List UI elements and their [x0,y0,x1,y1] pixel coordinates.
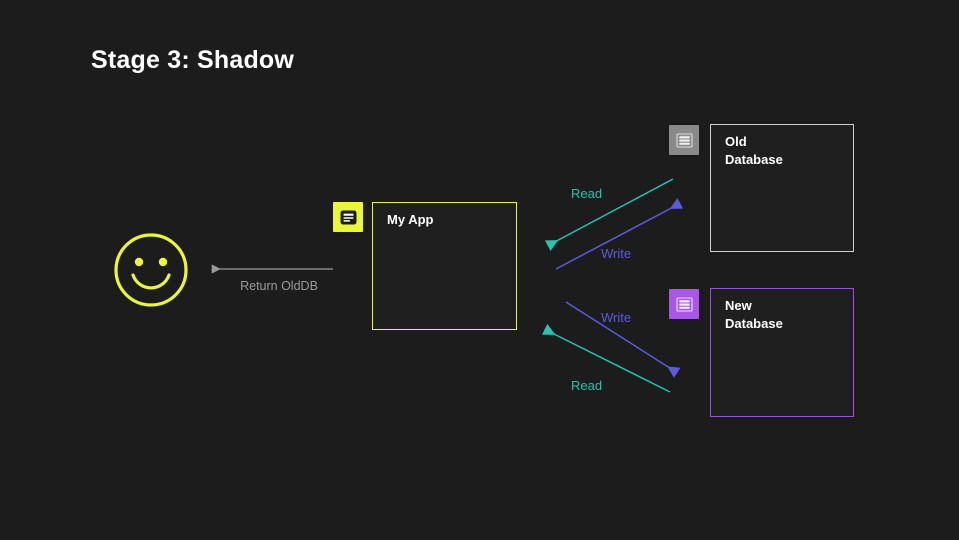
smiley-face-icon [114,233,188,307]
node-old-database-label: Old Database [725,134,783,167]
node-my-app[interactable]: My App [372,202,517,330]
page-title: Stage 3: Shadow [91,46,295,74]
node-new-database[interactable]: New Database [710,288,854,417]
database-server-icon-new [669,289,699,319]
return-arrow [211,264,333,274]
database-server-icon-old [669,125,699,155]
return-arrow-label: Return OldDB [240,279,318,293]
edge-new-db-read [541,323,671,393]
app-window-icon [333,202,363,232]
node-old-database[interactable]: Old Database [710,124,854,252]
edge-label-new-db-read: Read [571,378,603,393]
node-my-app-label: My App [387,212,434,227]
edge-label-old-db-write: Write [601,246,632,261]
node-new-database-label: New Database [725,298,783,331]
edge-label-old-db-read: Read [571,186,603,201]
edge-label-new-db-write: Write [601,310,632,325]
edge-old-db-read [544,178,674,252]
